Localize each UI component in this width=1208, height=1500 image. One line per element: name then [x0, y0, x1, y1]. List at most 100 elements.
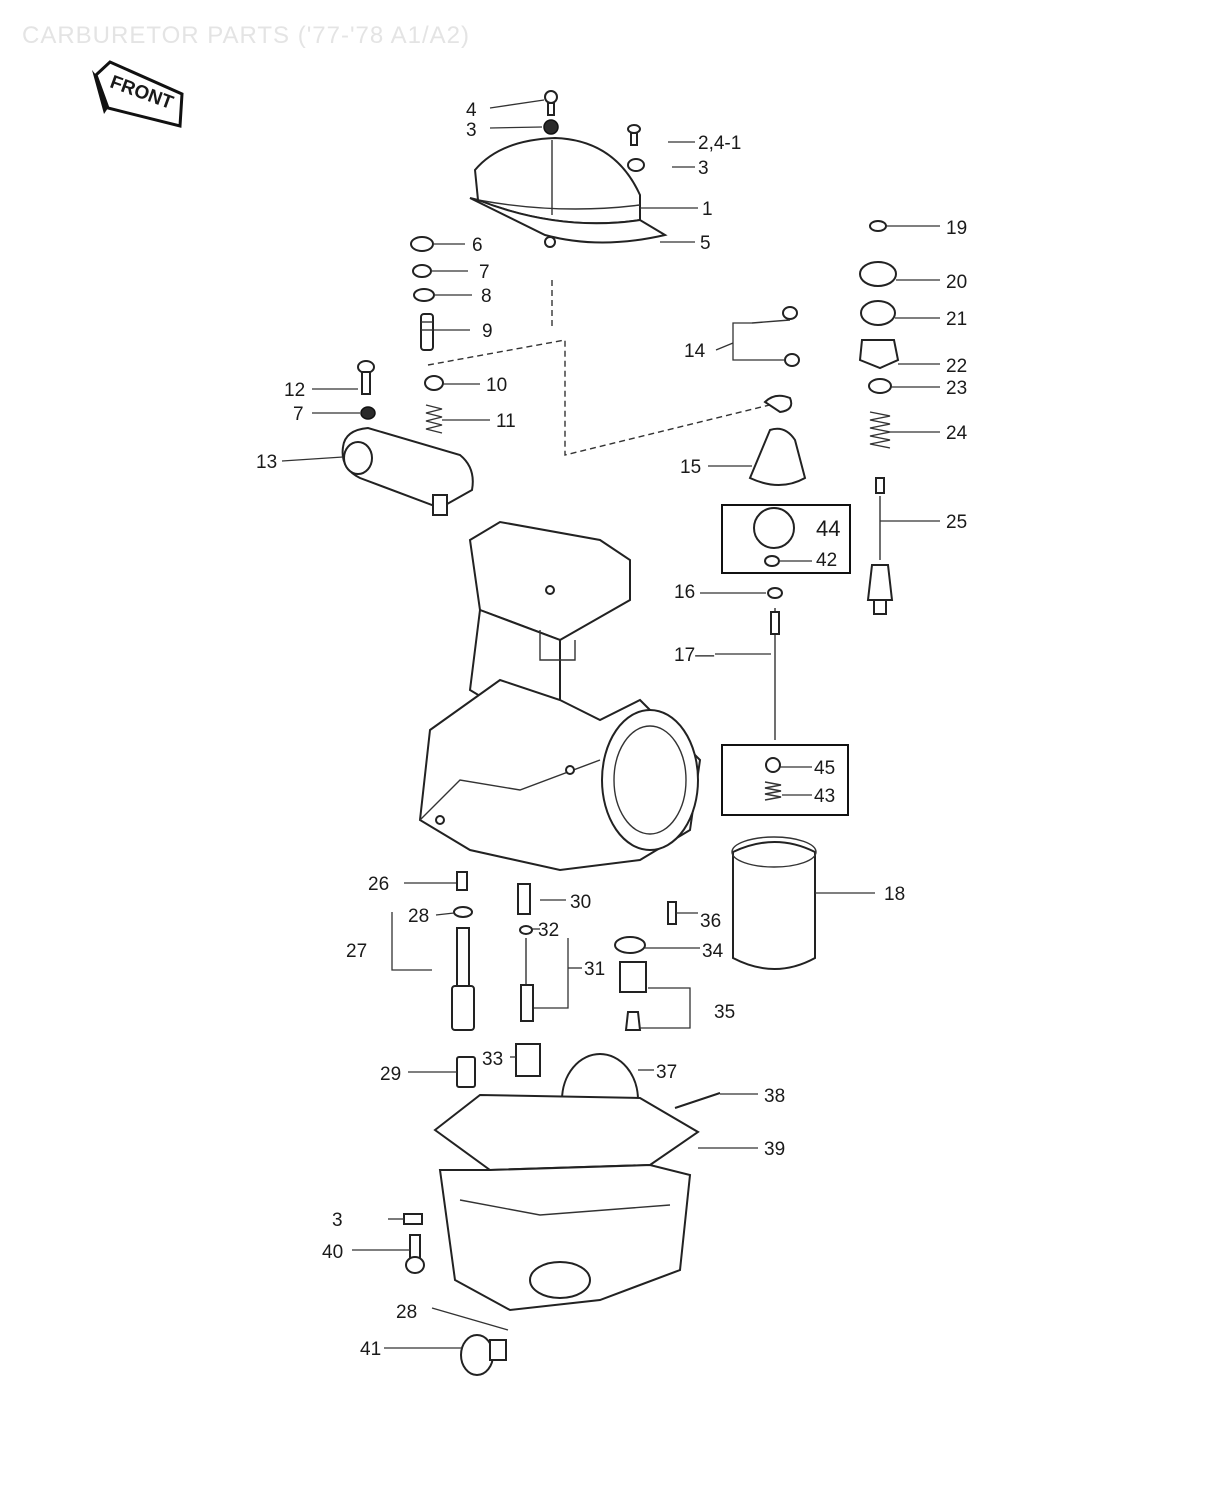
assembly-guide-line: [427, 339, 791, 456]
callout-8: 8: [481, 286, 492, 307]
callout-2-4-1: 2,4-1: [698, 133, 741, 154]
valve-seat-part-35: [619, 961, 647, 1031]
callout-27: 27: [346, 941, 367, 962]
screw-part-3-bottom: [403, 1213, 423, 1225]
gasket-part-21: [860, 300, 896, 326]
leader-lines: [281, 99, 940, 1349]
callout-22: 22: [946, 356, 967, 377]
adjuster-part-9: [420, 313, 434, 351]
callout-25: 25: [946, 512, 967, 533]
holder-part-33: [515, 1043, 541, 1077]
screw-part-2-4-1: [627, 124, 641, 146]
plunger-part-25: [866, 477, 894, 615]
callout-6: 6: [472, 235, 483, 256]
drain-plug-part-41: [460, 1334, 507, 1376]
needle-jet-part-30: [517, 883, 531, 915]
cap-part-20: [859, 261, 897, 287]
callout-24: 24: [946, 423, 968, 444]
carburetor-body: [418, 520, 702, 872]
ring-part-28-lower: [431, 1307, 509, 1331]
washer-part-8: [413, 288, 435, 302]
callout-28-lower: 28: [396, 1302, 417, 1323]
callout-21: 21: [946, 309, 967, 330]
callout-7-lower: 7: [293, 404, 304, 425]
callout-13: 13: [256, 452, 277, 473]
callout-20: 20: [946, 272, 967, 293]
callout-19: 19: [946, 218, 967, 239]
washer-part-19: [869, 220, 887, 232]
screw-part-14-upper: [751, 306, 798, 324]
callout-28-upper: 28: [408, 906, 429, 927]
callout-5: 5: [700, 233, 711, 254]
callout-3-right: 3: [698, 158, 709, 179]
callout-labels: 4 3 2,4-1 3 1 5 6 7 8 9 10 11 12 7 13 14…: [256, 100, 968, 1360]
cap-gasket-part-5: [469, 197, 668, 248]
callout-17: 17—: [674, 645, 714, 666]
callout-23: 23: [946, 378, 967, 399]
callout-45: 45: [814, 758, 835, 779]
callout-26: 26: [368, 874, 389, 895]
holder-part-15: [748, 394, 807, 486]
diagram-title: CARBURETOR PARTS ('77-'78 A1/A2): [22, 22, 470, 49]
float-bowl: [438, 1163, 692, 1312]
callout-42: 42: [816, 550, 837, 571]
needle-part-17: [770, 608, 780, 740]
washer-part-14-lower: [784, 353, 800, 367]
screw-part-40: [405, 1234, 425, 1274]
clip-part-36: [667, 901, 677, 925]
plate-part-44: [753, 507, 795, 549]
gasket-part-39: [433, 1093, 700, 1172]
washer-part-7-lower: [360, 406, 376, 420]
callout-41: 41: [360, 1339, 381, 1360]
callout-32: 32: [538, 920, 559, 941]
cap-part-10: [424, 375, 444, 391]
front-arrow-badge: FRONT: [92, 60, 184, 128]
ring-part-23: [868, 378, 892, 394]
jet-part-26: [456, 871, 468, 891]
washer-part-34: [614, 936, 646, 954]
pin-part-38: [674, 1092, 721, 1109]
callout-12: 12: [284, 380, 305, 401]
clip-part-16: [767, 587, 783, 599]
main-jet-part-31: [520, 938, 534, 1022]
callout-15: 15: [680, 457, 701, 478]
pilot-jet-part-27: [451, 927, 475, 1031]
washer-part-3-top: [543, 119, 559, 135]
ring-part-32: [519, 925, 533, 935]
callout-9: 9: [482, 321, 493, 342]
kit-box-45-43: [721, 744, 849, 816]
washer-part-7: [412, 264, 432, 278]
nut-part-6: [410, 236, 434, 252]
callout-34: 34: [702, 941, 724, 962]
callout-38: 38: [764, 1086, 785, 1107]
callout-31: 31: [584, 959, 605, 980]
callout-3-top: 3: [466, 120, 477, 141]
spring-part-43: [764, 781, 782, 801]
bolt-part-12: [357, 360, 375, 395]
clip-part-42: [764, 555, 780, 567]
callout-30: 30: [570, 892, 591, 913]
nut-part-22: [858, 339, 900, 370]
callout-35: 35: [714, 1002, 735, 1023]
callout-10: 10: [486, 375, 507, 396]
spring-part-11: [425, 404, 443, 434]
washer-part-3-right: [627, 158, 645, 172]
top-cap-part-1: [473, 136, 641, 225]
callout-43: 43: [814, 786, 835, 807]
callout-37: 37: [656, 1062, 677, 1083]
callout-18: 18: [884, 884, 905, 905]
callout-14: 14: [684, 341, 706, 362]
plug-part-29: [456, 1056, 476, 1088]
callout-4: 4: [466, 100, 477, 121]
slide-part-18: [731, 836, 817, 970]
callout-36: 36: [700, 911, 721, 932]
callout-7-upper: 7: [479, 262, 490, 283]
callout-40: 40: [322, 1242, 343, 1263]
callout-16: 16: [674, 582, 695, 603]
callout-3-bottom: 3: [332, 1210, 343, 1231]
callout-44: 44: [816, 516, 840, 541]
screw-part-4: [544, 90, 558, 116]
callout-1: 1: [702, 199, 713, 220]
callout-39: 39: [764, 1139, 785, 1160]
spring-part-24: [869, 411, 891, 449]
